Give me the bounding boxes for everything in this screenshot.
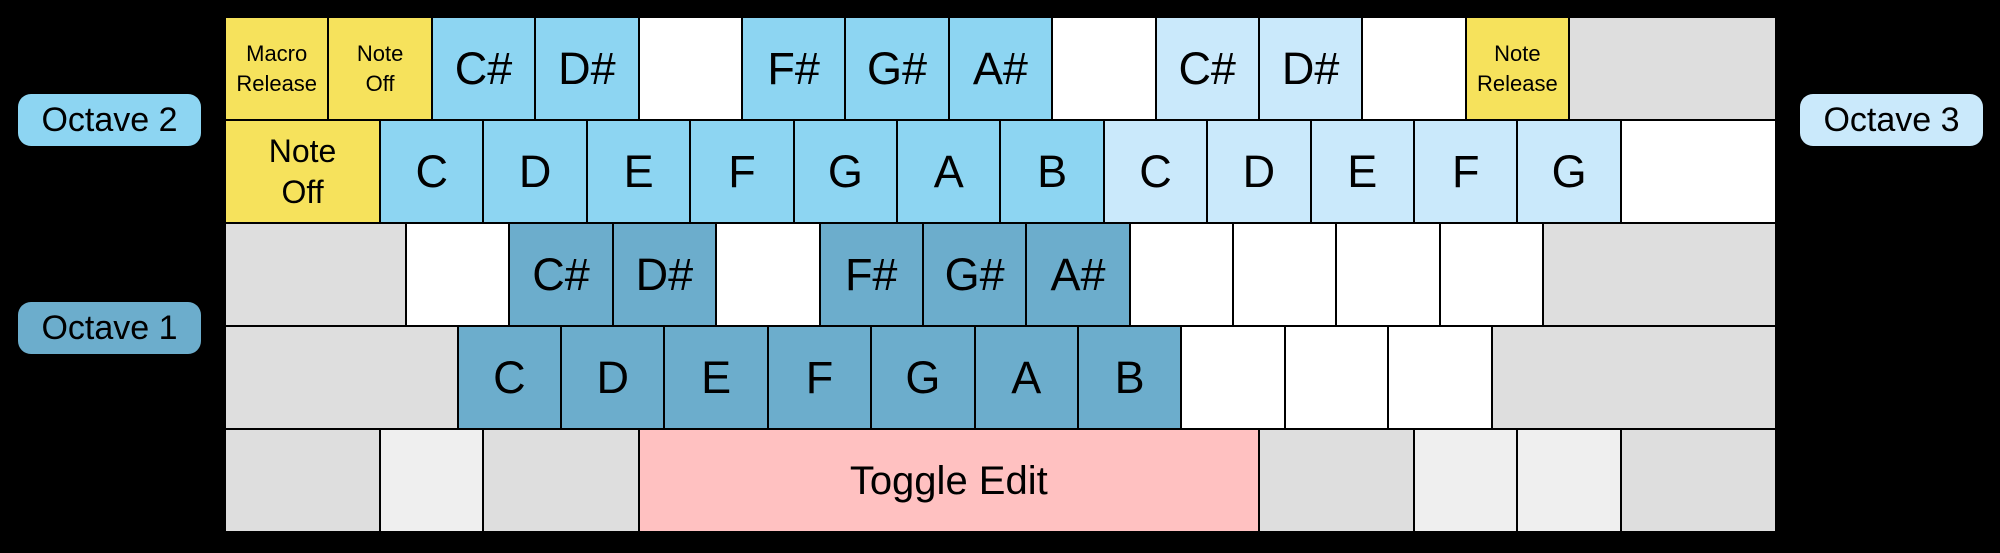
key-unassigned bbox=[1362, 17, 1466, 120]
key-b-oct1: B bbox=[1077, 326, 1182, 429]
key-f-oct2: F bbox=[690, 120, 794, 223]
key-f-oct3: F bbox=[1414, 120, 1518, 223]
key-g-oct1: G bbox=[871, 326, 975, 429]
key-g-sharp-oct1: G# bbox=[922, 223, 1027, 326]
key-d-sharp-oct1: D# bbox=[612, 223, 717, 326]
key-rwin-unassigned bbox=[1414, 429, 1518, 532]
key-a-sharp-oct1: A# bbox=[1026, 223, 1130, 326]
octave-2-label: Octave 2 bbox=[18, 94, 201, 146]
key-unassigned bbox=[1284, 326, 1389, 429]
key-d-oct2: D bbox=[483, 120, 587, 223]
key-unassigned bbox=[716, 223, 820, 326]
keyboard-row-3: C#D# F#G#A# bbox=[225, 223, 1776, 326]
key-backspace-unassigned bbox=[1569, 17, 1776, 120]
key-ralt-unassigned bbox=[1258, 429, 1415, 532]
key-rctrl-unassigned bbox=[1620, 429, 1776, 532]
key-rshift-unassigned bbox=[1491, 326, 1776, 429]
octave-3-label: Octave 3 bbox=[1800, 94, 1983, 146]
key-d-sharp-oct3: D# bbox=[1258, 17, 1363, 120]
key-backslash-unassigned bbox=[1620, 120, 1776, 223]
key-lctrl-unassigned bbox=[225, 429, 381, 532]
key-e-oct2: E bbox=[586, 120, 691, 223]
key-b-oct2: B bbox=[1000, 120, 1104, 223]
key-e-oct3: E bbox=[1310, 120, 1414, 223]
key-unassigned bbox=[1129, 223, 1234, 326]
key-unassigned bbox=[1439, 223, 1544, 326]
key-unassigned bbox=[1388, 326, 1492, 429]
key-enter-unassigned bbox=[1543, 223, 1776, 326]
octave-1-label: Octave 1 bbox=[18, 302, 201, 354]
key-unassigned bbox=[638, 17, 742, 120]
key-lwin-unassigned bbox=[380, 429, 484, 532]
key-note-off-tab: Note Off bbox=[225, 120, 381, 223]
key-space-toggle-edit: Toggle Edit bbox=[638, 429, 1259, 532]
key-f-sharp-oct2: F# bbox=[741, 17, 846, 120]
key-g-sharp-oct2: G# bbox=[845, 17, 949, 120]
key-unassigned bbox=[1181, 326, 1285, 429]
key-c-sharp-oct1: C# bbox=[509, 223, 613, 326]
key-macro-release: Macro Release bbox=[225, 17, 329, 120]
key-d-sharp-oct2: D# bbox=[535, 17, 639, 120]
key-note-off-row1: Note Off bbox=[328, 17, 432, 120]
key-unassigned bbox=[1336, 223, 1440, 326]
key-c-sharp-oct2: C# bbox=[431, 17, 536, 120]
key-capslock-unassigned bbox=[225, 223, 406, 326]
key-c-oct1: C bbox=[457, 326, 562, 429]
key-g-oct3: G bbox=[1517, 120, 1621, 223]
key-f-sharp-oct1: F# bbox=[819, 223, 923, 326]
key-a-oct2: A bbox=[897, 120, 1001, 223]
key-d-oct3: D bbox=[1207, 120, 1311, 223]
key-note-release: Note Release bbox=[1465, 17, 1570, 120]
key-lshift-unassigned bbox=[225, 326, 458, 429]
key-e-oct1: E bbox=[664, 326, 768, 429]
key-d-oct1: D bbox=[561, 326, 665, 429]
key-a-sharp-oct2: A# bbox=[948, 17, 1053, 120]
key-a-oct1: A bbox=[974, 326, 1078, 429]
key-f-oct1: F bbox=[767, 326, 872, 429]
key-c-oct2: C bbox=[380, 120, 484, 223]
key-unassigned bbox=[1052, 17, 1156, 120]
key-lalt-unassigned bbox=[483, 429, 639, 532]
key-c-sharp-oct3: C# bbox=[1155, 17, 1259, 120]
key-g-oct2: G bbox=[793, 120, 898, 223]
key-c-oct3: C bbox=[1103, 120, 1208, 223]
key-unassigned bbox=[1233, 223, 1337, 326]
key-menu-unassigned bbox=[1517, 429, 1621, 532]
keyboard-row-5: Toggle Edit bbox=[225, 429, 1776, 532]
key-unassigned bbox=[405, 223, 510, 326]
